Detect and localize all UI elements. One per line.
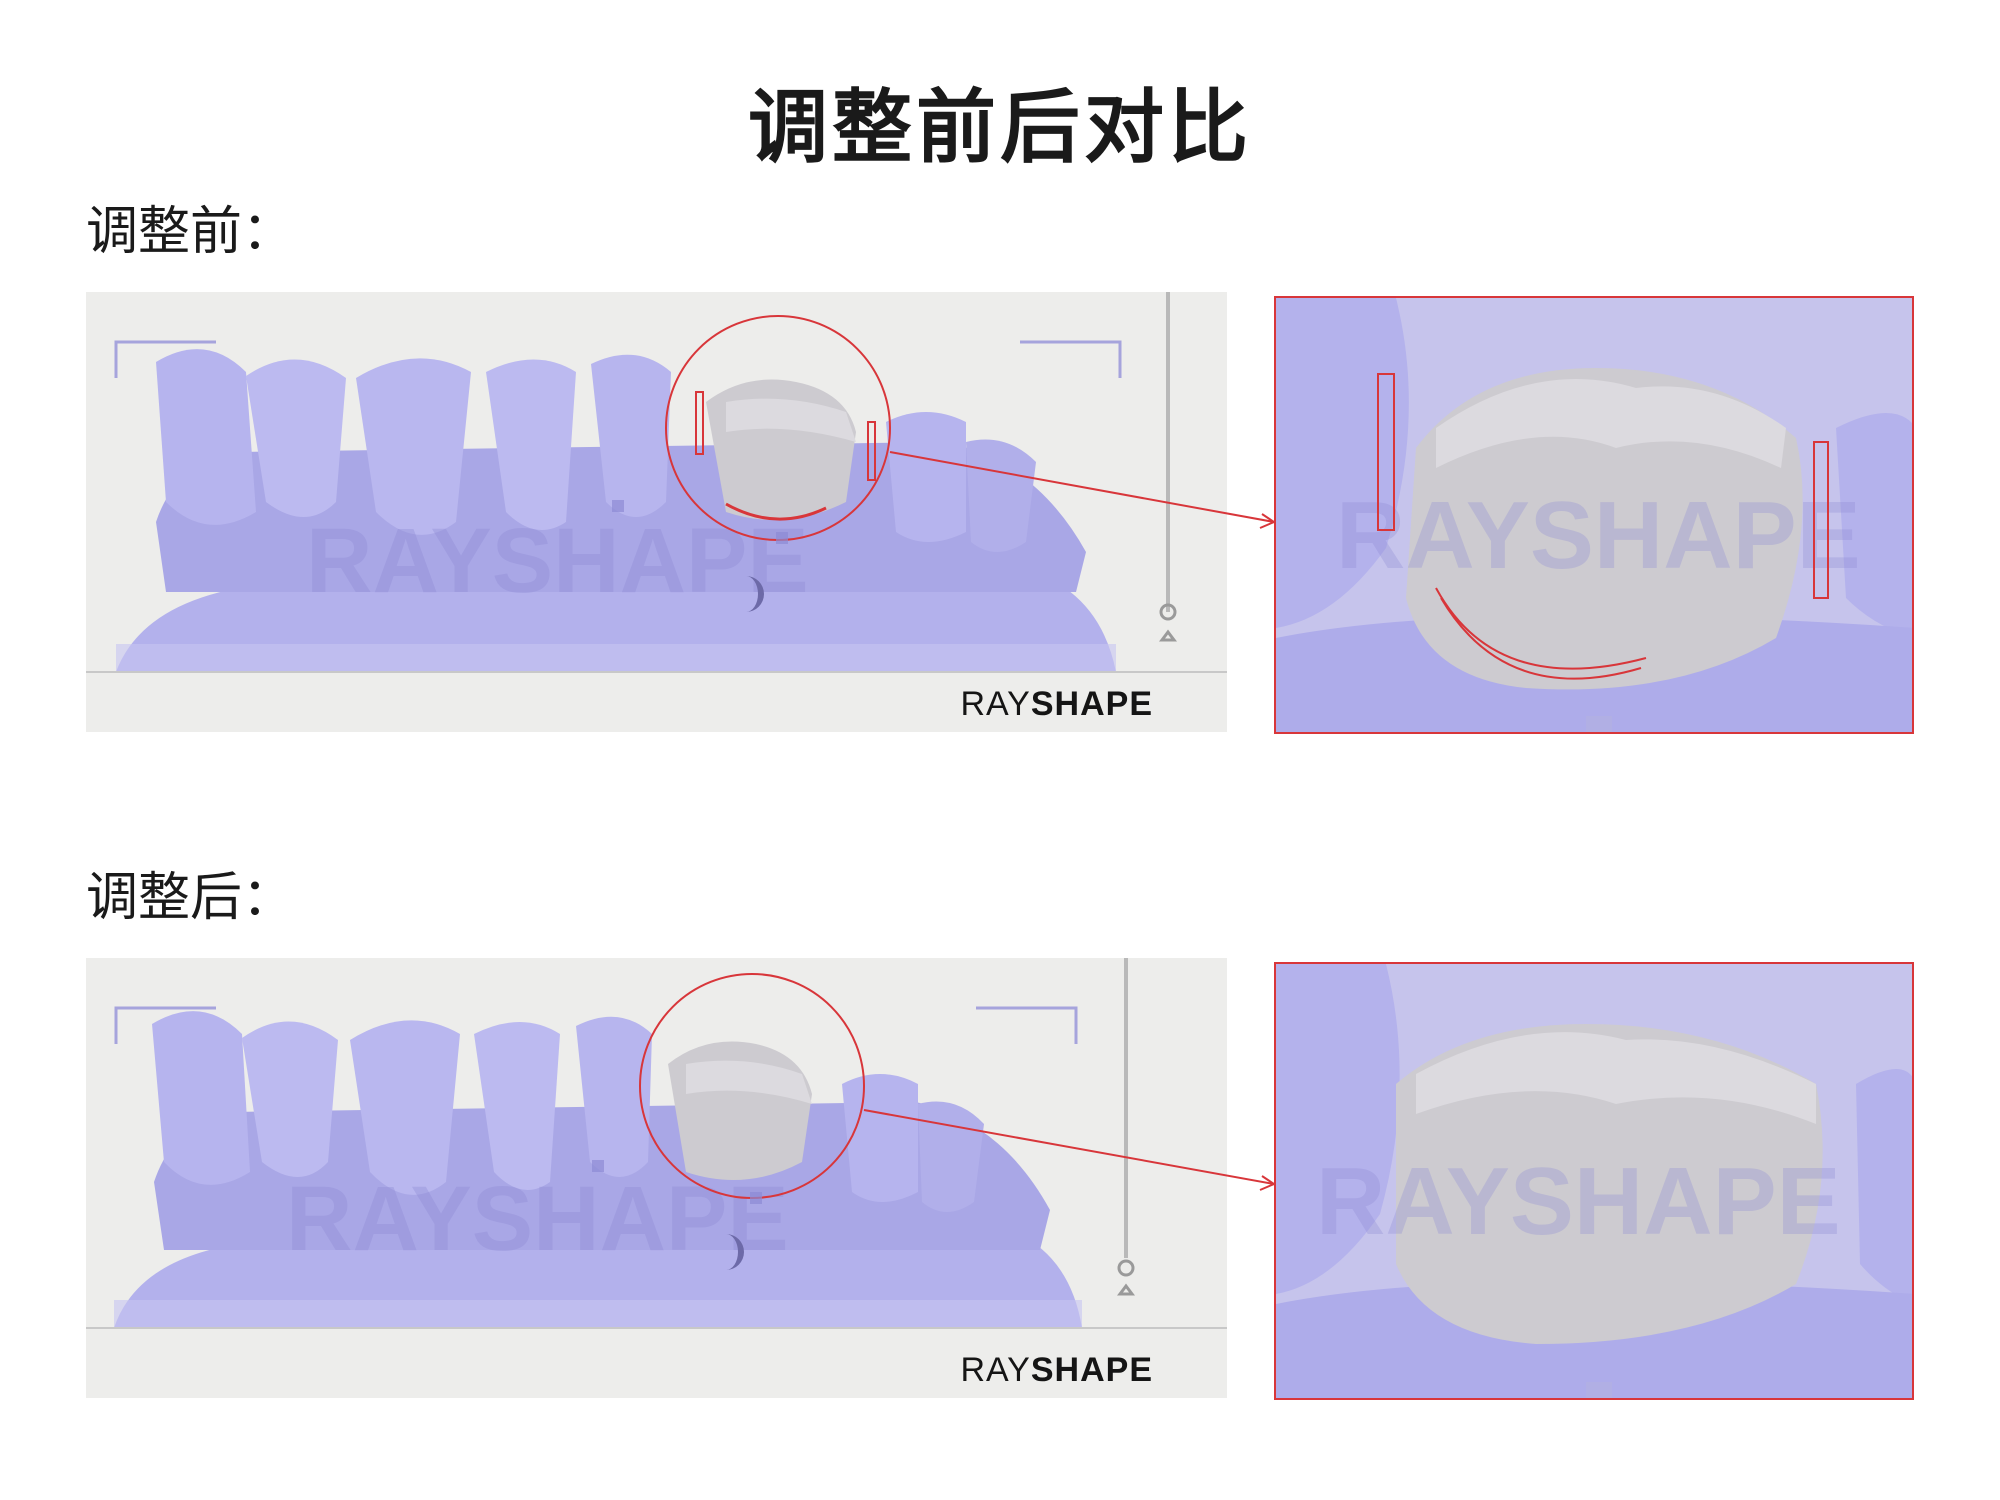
home-view-icon [1117, 1283, 1135, 1296]
watermark: RAYSHAPE [1316, 1148, 1841, 1255]
home-view-icon [1159, 629, 1177, 642]
brand-logo: RAYSHAPE [960, 1351, 1153, 1389]
after-3d-viewport[interactable]: RAYSHAPE RAYSHAPE [86, 958, 1227, 1398]
watermark: RAYSHAPE [1336, 482, 1861, 589]
adjacent-tooth-right [1836, 413, 1912, 637]
dental-model-render: RAYSHAPE [86, 958, 1227, 1329]
adjacent-tooth-right [1856, 1069, 1912, 1303]
view-bracket-right [976, 1006, 1078, 1044]
viewport-slider-handle [1159, 603, 1177, 621]
zoom-render: RAYSHAPE [1276, 298, 1912, 732]
adjacent-tooth-left [1276, 298, 1409, 628]
contact-marker-right [1813, 441, 1829, 599]
crescent-marker [746, 576, 764, 612]
after-section-label: 调整后： [86, 868, 295, 928]
after-zoom-panel: RAYSHAPE [1274, 962, 1914, 1400]
zoom-render: RAYSHAPE [1276, 964, 1912, 1398]
crescent-marker [726, 1234, 744, 1270]
contact-marker-right [867, 421, 876, 481]
before-3d-viewport[interactable]: RAYSHAPE RAYSHAPE [86, 292, 1227, 732]
brand-logo: RAYSHAPE [960, 685, 1153, 723]
before-section-label: 调整前： [86, 202, 295, 262]
dental-model-render: RAYSHAPE [86, 292, 1227, 673]
margin-line [725, 502, 827, 521]
crown-zoom [1396, 1024, 1823, 1344]
view-bracket-left [114, 1006, 216, 1044]
page-title: 调整前后对比 [748, 81, 1252, 174]
margin-line [1440, 597, 1642, 680]
view-bracket-right [1020, 340, 1122, 378]
view-bracket-left [114, 340, 216, 378]
viewport-slider-handle [1117, 1259, 1135, 1277]
watermark: RAYSHAPE [306, 510, 809, 612]
contact-marker-left [1377, 373, 1395, 531]
watermark: RAYSHAPE [286, 1168, 789, 1270]
contact-marker-left [695, 391, 704, 455]
before-zoom-panel: RAYSHAPE [1274, 296, 1914, 734]
crown-zoom [1406, 368, 1803, 690]
adjacent-tooth-left [1276, 964, 1400, 1294]
